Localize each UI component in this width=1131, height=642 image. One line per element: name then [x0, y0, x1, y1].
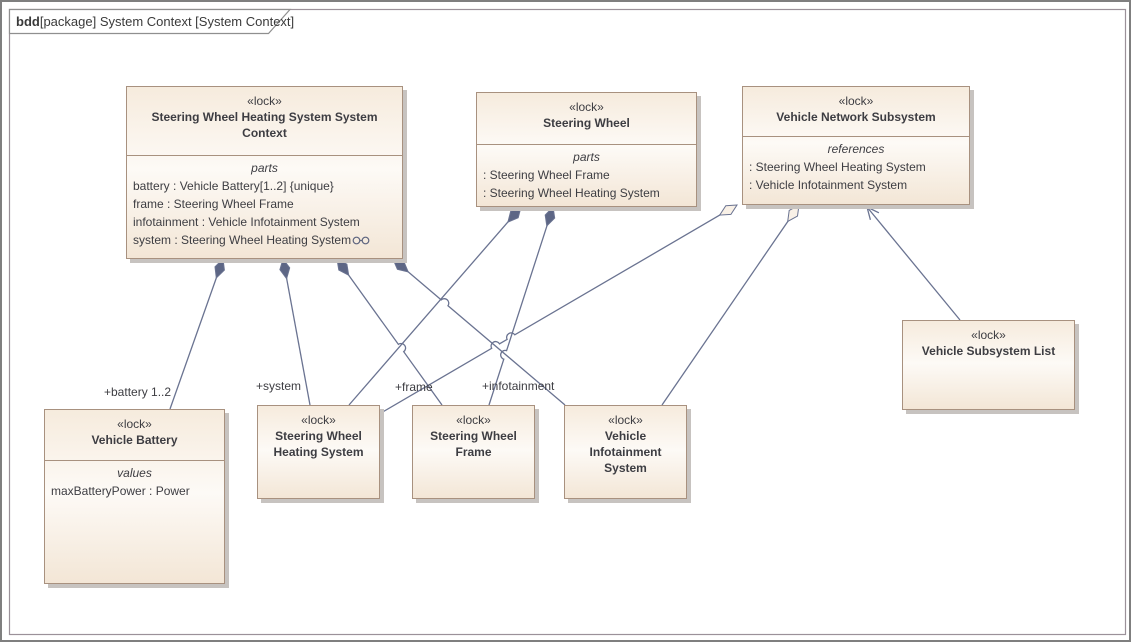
block-vehicle-infotainment-system[interactable]: «lock» Vehicle Infotainment System [564, 405, 687, 499]
linked-feature-icon [352, 236, 370, 245]
block-context-title: «lock» Steering Wheel Heating System Sys… [127, 87, 402, 155]
composition-diamond-icon [336, 258, 350, 277]
block-vehicle-network-subsystem[interactable]: «lock» Vehicle Network Subsystem referen… [742, 86, 970, 205]
block-name: Steering Wheel Frame [430, 429, 517, 459]
connector-line[interactable] [169, 276, 218, 410]
stereotype-label: «lock» [301, 413, 336, 427]
parts-compartment: parts : Steering Wheel Frame : Steering … [477, 144, 696, 206]
connector-line[interactable] [866, 206, 961, 321]
connector-label-frame[interactable]: +frame [395, 380, 433, 394]
stereotype-label: «lock» [971, 328, 1006, 342]
block-battery-title: «lock» Vehicle Battery [45, 410, 224, 460]
block-name: Steering Wheel [543, 116, 630, 130]
part-row: system : Steering Wheel Heating System [133, 231, 396, 249]
aggregation-diamond-icon [787, 204, 800, 223]
reference-row: : Vehicle Infotainment System [749, 178, 908, 192]
parts-compartment: parts battery : Vehicle Battery[1..2] {u… [127, 155, 402, 258]
block-name: Vehicle Network Subsystem [776, 110, 936, 124]
block-name: Steering Wheel Heating System System Con… [151, 110, 378, 140]
block-vns-title: «lock» Vehicle Network Subsystem [743, 87, 969, 136]
connector-sw-frame[interactable] [488, 205, 556, 406]
connector-label-system[interactable]: +system [256, 379, 302, 393]
block-steering-wheel[interactable]: «lock» Steering Wheel parts : Steering W… [476, 92, 697, 207]
part-row: frame : Steering Wheel Frame [133, 197, 294, 211]
compartment-label: parts [573, 150, 600, 164]
composition-diamond-icon [392, 258, 410, 273]
block-context[interactable]: «lock» Steering Wheel Heating System Sys… [126, 86, 403, 259]
stereotype-label: «lock» [838, 94, 874, 108]
composition-diamond-icon [507, 206, 522, 223]
connector-label-infotainment[interactable]: +infotainment [482, 379, 555, 393]
block-steering-wheel-title: «lock» Steering Wheel [477, 93, 696, 144]
part-row-text: system : Steering Wheel Heating System [133, 233, 352, 247]
part-row: battery : Vehicle Battery[1..2] {unique} [133, 179, 334, 193]
stereotype-label: «lock» [247, 94, 282, 108]
block-frame-title: «lock» Steering Wheel Frame [413, 406, 534, 460]
stereotype-label: «lock» [456, 413, 491, 427]
block-vehicle-battery[interactable]: «lock» Vehicle Battery values maxBattery… [44, 409, 225, 584]
connector-vns-infotainment[interactable] [661, 204, 800, 406]
connector-battery[interactable] [169, 257, 225, 410]
references-compartment: references : Steering Wheel Heating Syst… [743, 136, 969, 204]
block-heating-title: «lock» Steering Wheel Heating System [258, 406, 379, 460]
block-steering-wheel-frame[interactable]: «lock» Steering Wheel Frame [412, 405, 535, 499]
connector-line[interactable] [661, 220, 789, 406]
part-row: infotainment : Vehicle Infotainment Syst… [133, 215, 360, 229]
compartment-label: references [827, 142, 885, 156]
block-infotainment-title: «lock» Vehicle Infotainment System [565, 406, 686, 476]
compartment-label: parts [251, 161, 278, 175]
block-name: Steering Wheel Heating System [273, 429, 364, 459]
connector-vns-heating[interactable] [380, 204, 738, 414]
frame-diagram-type: bdd [16, 14, 40, 29]
stereotype-label: «lock» [569, 100, 604, 114]
compartment-label: values [117, 466, 152, 480]
connector-list-vns[interactable] [866, 205, 961, 321]
connector-line[interactable] [488, 224, 548, 406]
values-compartment: values maxBatteryPower : Power [45, 460, 224, 583]
stereotype-label: «lock» [117, 417, 152, 431]
frame-diagram-name: [package] System Context [System Context… [39, 14, 295, 29]
block-subsystem-list-title: «lock» Vehicle Subsystem List [903, 321, 1074, 359]
block-name: Vehicle Subsystem List [921, 344, 1056, 358]
block-name: Vehicle Battery [91, 433, 178, 447]
part-row: : Steering Wheel Frame [483, 168, 610, 182]
frame-label: bdd[package] System Context [System Cont… [16, 14, 294, 29]
stereotype-label: «lock» [608, 413, 643, 427]
block-name: Vehicle Infotainment System [589, 429, 662, 475]
value-row: maxBatteryPower : Power [51, 484, 190, 498]
block-vehicle-subsystem-list[interactable]: «lock» Vehicle Subsystem List [902, 320, 1075, 410]
block-steering-wheel-heating-system[interactable]: «lock» Steering Wheel Heating System [257, 405, 380, 499]
part-row: : Steering Wheel Heating System [483, 186, 660, 200]
composition-diamond-icon [214, 257, 225, 279]
composition-diamond-icon [544, 205, 556, 228]
reference-row: : Steering Wheel Heating System [749, 160, 926, 174]
aggregation-diamond-icon [718, 204, 738, 216]
connector-label-battery[interactable]: +battery 1..2 [104, 385, 172, 399]
composition-diamond-icon [279, 257, 291, 280]
